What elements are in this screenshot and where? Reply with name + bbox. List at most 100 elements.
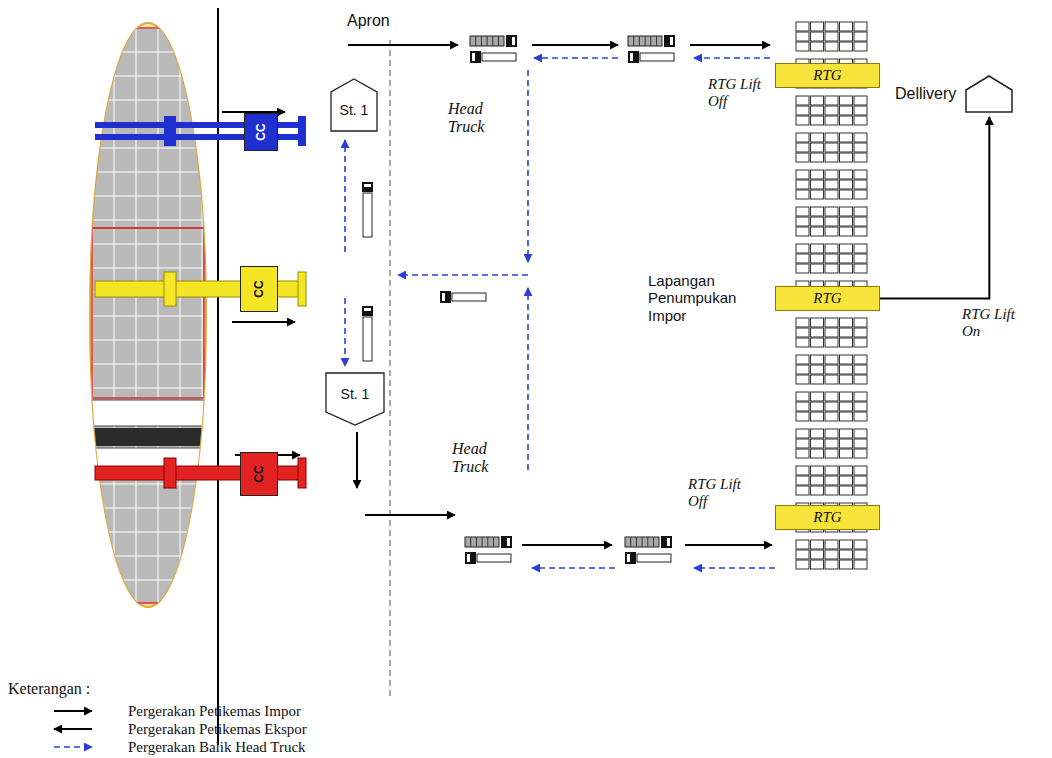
container-slot [825,560,838,569]
loaded-truck [625,536,672,548]
empty-head-truck [628,51,674,63]
container-slot [825,429,838,438]
container-slot [796,375,809,384]
container-slot [854,412,867,421]
ship-hull [90,23,206,607]
row-line [92,220,204,221]
container-slot [854,550,867,559]
container-slot [796,402,809,411]
operation-label: RTG Lift Off [688,476,744,511]
container-slot [840,180,853,189]
row-line [92,100,204,101]
container-slot [811,318,824,327]
container-slot [811,429,824,438]
container-slot [811,550,824,559]
empty-head-truck [465,552,511,564]
container-slot [825,486,838,495]
container-slot [840,355,853,364]
loaded-truck [470,35,517,47]
container-slot [840,116,853,125]
truck-label: Head Truck [452,440,504,477]
container-slot [854,190,867,199]
container-slot [825,355,838,364]
rtg-label: RTG [813,67,841,84]
quay-crane: CC [244,113,278,151]
container-slot [811,560,824,569]
container-slot [811,217,824,226]
container-slot [825,133,838,142]
row-line [92,580,204,581]
container-slot [854,375,867,384]
container-slot [796,133,809,142]
row-line [92,388,204,389]
container-slot [796,96,809,105]
container-slot [796,116,809,125]
container-slot [840,429,853,438]
container-slot [840,392,853,401]
empty-head-truck [440,291,486,303]
container-slot [825,244,838,253]
container-slot [840,22,853,31]
rtg-label: RTG [813,290,841,307]
container-slot [840,244,853,253]
container-slot [854,402,867,411]
row-line [92,52,204,53]
yard-label: Lapangan Penumpukan Impor [648,272,760,324]
quay-crane: CC [240,266,278,312]
station-label: St. 1 [341,386,370,402]
container-slot [811,106,824,115]
container-slot [854,133,867,142]
container-slot [854,116,867,125]
container-slot [840,449,853,458]
container-slot [825,318,838,327]
container-slot [825,402,838,411]
container-slot [796,32,809,41]
truck-return-arrows [345,58,775,568]
container-slot [854,227,867,236]
container-slot [840,476,853,485]
container-slot [840,365,853,374]
container-slot [840,106,853,115]
row-line [92,364,204,365]
container-slot [811,22,824,31]
container-slot [796,153,809,162]
quay-line [217,8,219,745]
container-slot [825,22,838,31]
container-slot [825,170,838,179]
container-slot [811,264,824,273]
ship-bays [92,28,204,603]
container-slot [811,32,824,41]
hatch-cover [92,428,204,446]
row-line [92,172,204,173]
container-slot [840,486,853,495]
container-slot [811,338,824,347]
container-slot [825,96,838,105]
container-slot [796,180,809,189]
legend-sample [50,705,96,717]
quay-crane: CC [240,452,278,496]
container-slot [796,412,809,421]
container-slot [796,328,809,337]
container-slot [811,244,824,253]
container-slot [854,355,867,364]
container-slot [840,227,853,236]
container-slot [811,207,824,216]
container-slot [796,143,809,152]
container-slot [825,439,838,448]
container-slot [796,244,809,253]
operation-label: RTG Lift Off [708,76,764,111]
hold-outline [92,472,204,603]
container-slot [811,355,824,364]
station-label: St. 1 [340,102,369,118]
hatch-cover [92,400,204,426]
container-slot [825,32,838,41]
container-slot [825,466,838,475]
container-slot [840,550,853,559]
container-slot [854,264,867,273]
container-slot [854,22,867,31]
container-slot [825,550,838,559]
container-slot [854,254,867,263]
legend-text: Pergerakan Petikemas Ekspor [128,721,307,738]
